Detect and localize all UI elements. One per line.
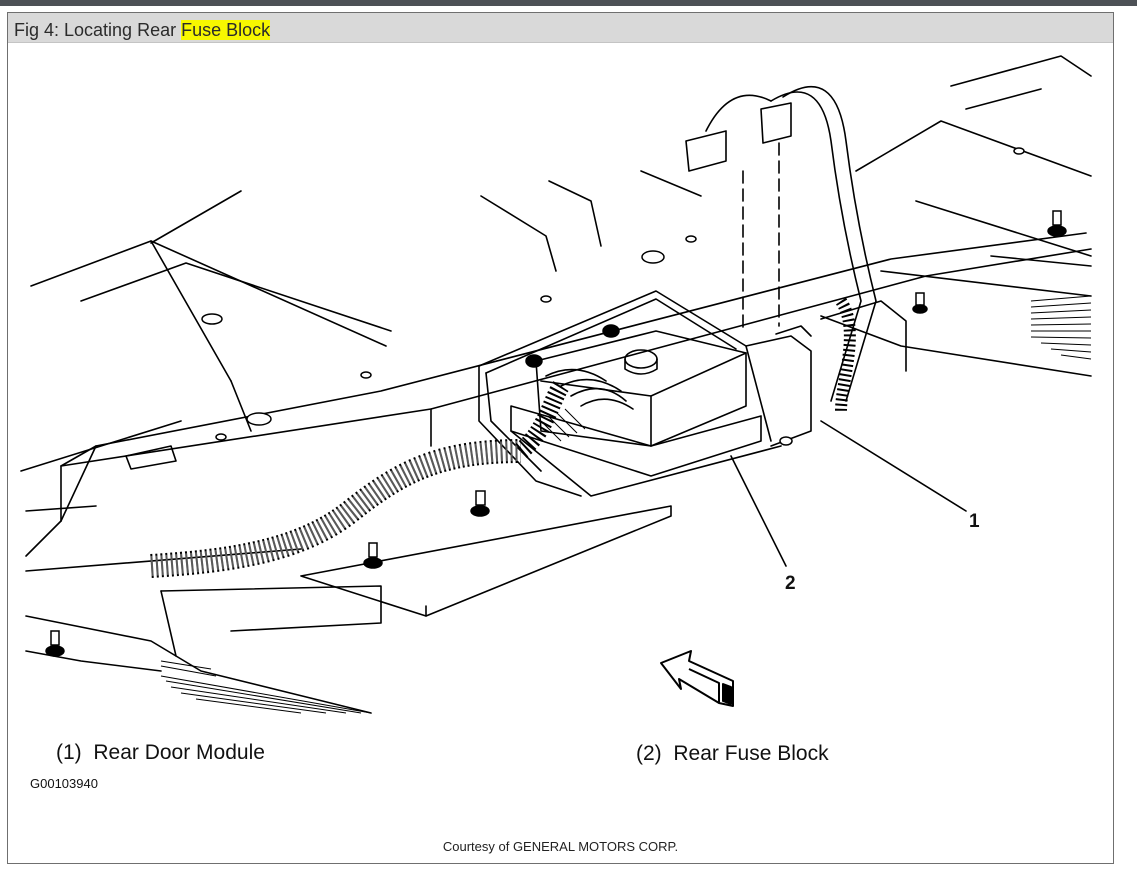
- legend-item-rear-door-module: (1) Rear Door Module: [56, 741, 265, 765]
- search-highlight: Fuse Block: [181, 20, 271, 40]
- figure-title: Fig 4: Locating Rear Fuse Block: [14, 20, 271, 41]
- legend-number: (1): [56, 741, 82, 764]
- figure-code: G00103940: [30, 776, 98, 791]
- legend-label: Rear Fuse Block: [673, 742, 829, 765]
- fuse-block-line-drawing: 1 2: [20, 55, 1092, 714]
- courtesy-credit: Courtesy of GENERAL MOTORS CORP.: [442, 839, 679, 854]
- legend-item-rear-fuse-block: (2) Rear Fuse Block: [636, 742, 829, 766]
- figure-title-text: Fig 4: Locating Rear: [14, 20, 182, 40]
- callout-2: 2: [785, 573, 796, 594]
- figure-title-bar: Fig 4: Locating Rear Fuse Block: [8, 13, 1113, 43]
- figure-panel: Fig 4: Locating Rear Fuse Block: [7, 12, 1114, 864]
- legend-number: (2): [636, 742, 662, 765]
- top-bar: [0, 0, 1137, 6]
- callout-1: 1: [969, 511, 980, 532]
- legend-label: Rear Door Module: [93, 741, 265, 764]
